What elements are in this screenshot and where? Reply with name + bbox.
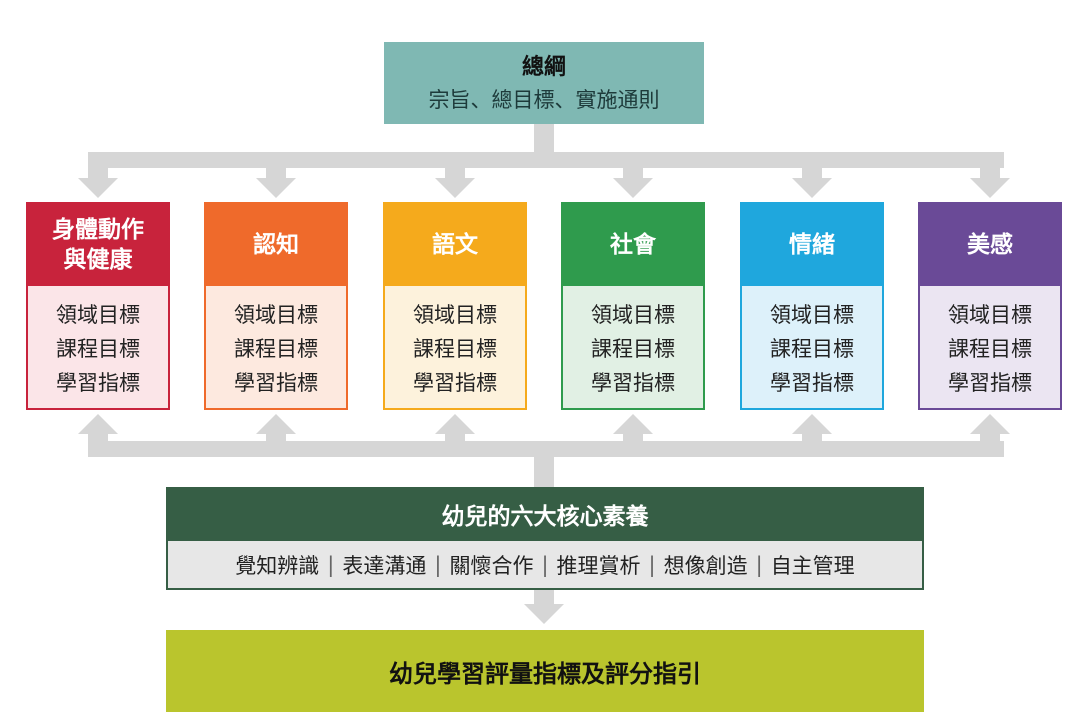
domain-item: 領域目標 [413, 303, 497, 327]
domain-item: 學習指標 [56, 371, 140, 395]
domain-title: 情緒 [742, 204, 882, 286]
domain-items: 領域目標課程目標學習指標 [206, 286, 346, 408]
down-arrow-head [435, 178, 475, 198]
domain-title: 語文 [385, 204, 525, 286]
domain-title: 身體動作 與健康 [28, 204, 168, 286]
domain-item: 學習指標 [948, 371, 1032, 395]
up-arrow-head [435, 414, 475, 434]
competency-separator: | [755, 552, 763, 577]
competency-separator: | [434, 552, 442, 577]
domain-item: 課程目標 [770, 337, 854, 361]
domain-items: 領域目標課程目標學習指標 [28, 286, 168, 408]
down-arrow-stem [802, 160, 822, 180]
domain-title: 社會 [563, 204, 703, 286]
down-arrow-stem [980, 160, 1000, 180]
general-guidelines-title: 總綱 [521, 55, 566, 80]
general-guidelines-subtitle: 宗旨、總目標、實施通則 [428, 88, 660, 112]
up-arrow-stem [802, 432, 822, 444]
domain-item: 課程目標 [413, 337, 497, 361]
domain-title: 認知 [206, 204, 346, 286]
competency-separator: | [541, 552, 549, 577]
up-arrow-head [792, 414, 832, 434]
up-arrow-stem [980, 432, 1000, 444]
domain-item: 領域目標 [56, 303, 140, 327]
down-arrow-head [970, 178, 1010, 198]
domain-items: 領域目標課程目標學習指標 [563, 286, 703, 408]
general-guidelines-box: 總綱 宗旨、總目標、實施通則 [384, 42, 704, 124]
competency-item: 表達溝通 [342, 553, 427, 578]
domain-item: 課程目標 [591, 337, 675, 361]
domain-title: 美感 [920, 204, 1060, 286]
down-arrow-head [792, 178, 832, 198]
domain-item: 領域目標 [770, 303, 854, 327]
up-arrow-stem [445, 432, 465, 444]
domain-item: 學習指標 [770, 371, 854, 395]
core-competencies-title: 幼兒的六大核心素養 [166, 487, 924, 541]
down-arrow-stem [623, 160, 643, 180]
domain-item: 學習指標 [591, 371, 675, 395]
domain-box: 美感領域目標課程目標學習指標 [918, 202, 1062, 410]
assessment-guidelines-box: 幼兒學習評量指標及評分指引 [166, 630, 924, 712]
down-arrow-head [78, 178, 118, 198]
domain-item: 領域目標 [948, 303, 1032, 327]
domain-box: 社會領域目標課程目標學習指標 [561, 202, 705, 410]
down-arrow-head [613, 178, 653, 198]
up-arrow-head [256, 414, 296, 434]
domain-item: 學習指標 [413, 371, 497, 395]
domain-item: 領域目標 [591, 303, 675, 327]
competency-item: 想像創造 [663, 553, 748, 578]
down-arrow-stem [445, 160, 465, 180]
up-arrow-head [78, 414, 118, 434]
up-arrow-head [970, 414, 1010, 434]
competency-item: 推理賞析 [556, 553, 641, 578]
down-arrow-stem [88, 160, 108, 180]
competency-separator: | [327, 552, 335, 577]
domain-box: 身體動作 與健康領域目標課程目標學習指標 [26, 202, 170, 410]
domain-item: 課程目標 [234, 337, 318, 361]
domain-item: 學習指標 [234, 371, 318, 395]
up-arrow-stem [623, 432, 643, 444]
down-arrow-stem [266, 160, 286, 180]
competency-item: 關懷合作 [449, 553, 534, 578]
down-arrow-head [256, 178, 296, 198]
domain-items: 領域目標課程目標學習指標 [742, 286, 882, 408]
up-arrow-stem [266, 432, 286, 444]
up-arrow-head [613, 414, 653, 434]
domain-box: 語文領域目標課程目標學習指標 [383, 202, 527, 410]
competency-item: 自主管理 [770, 553, 855, 578]
competency-item: 覺知辨識 [235, 553, 320, 578]
domain-box: 認知領域目標課程目標學習指標 [204, 202, 348, 410]
domain-box: 情緒領域目標課程目標學習指標 [740, 202, 884, 410]
domain-item: 領域目標 [234, 303, 318, 327]
domain-items: 領域目標課程目標學習指標 [920, 286, 1060, 408]
domain-item: 課程目標 [948, 337, 1032, 361]
domain-item: 課程目標 [56, 337, 140, 361]
up-arrow-stem [88, 432, 108, 444]
domain-items: 領域目標課程目標學習指標 [385, 286, 525, 408]
core-competencies-list: 覺知辨識 | 表達溝通 | 關懷合作 | 推理賞析 | 想像創造 | 自主管理 [166, 541, 924, 590]
competency-separator: | [648, 552, 656, 577]
